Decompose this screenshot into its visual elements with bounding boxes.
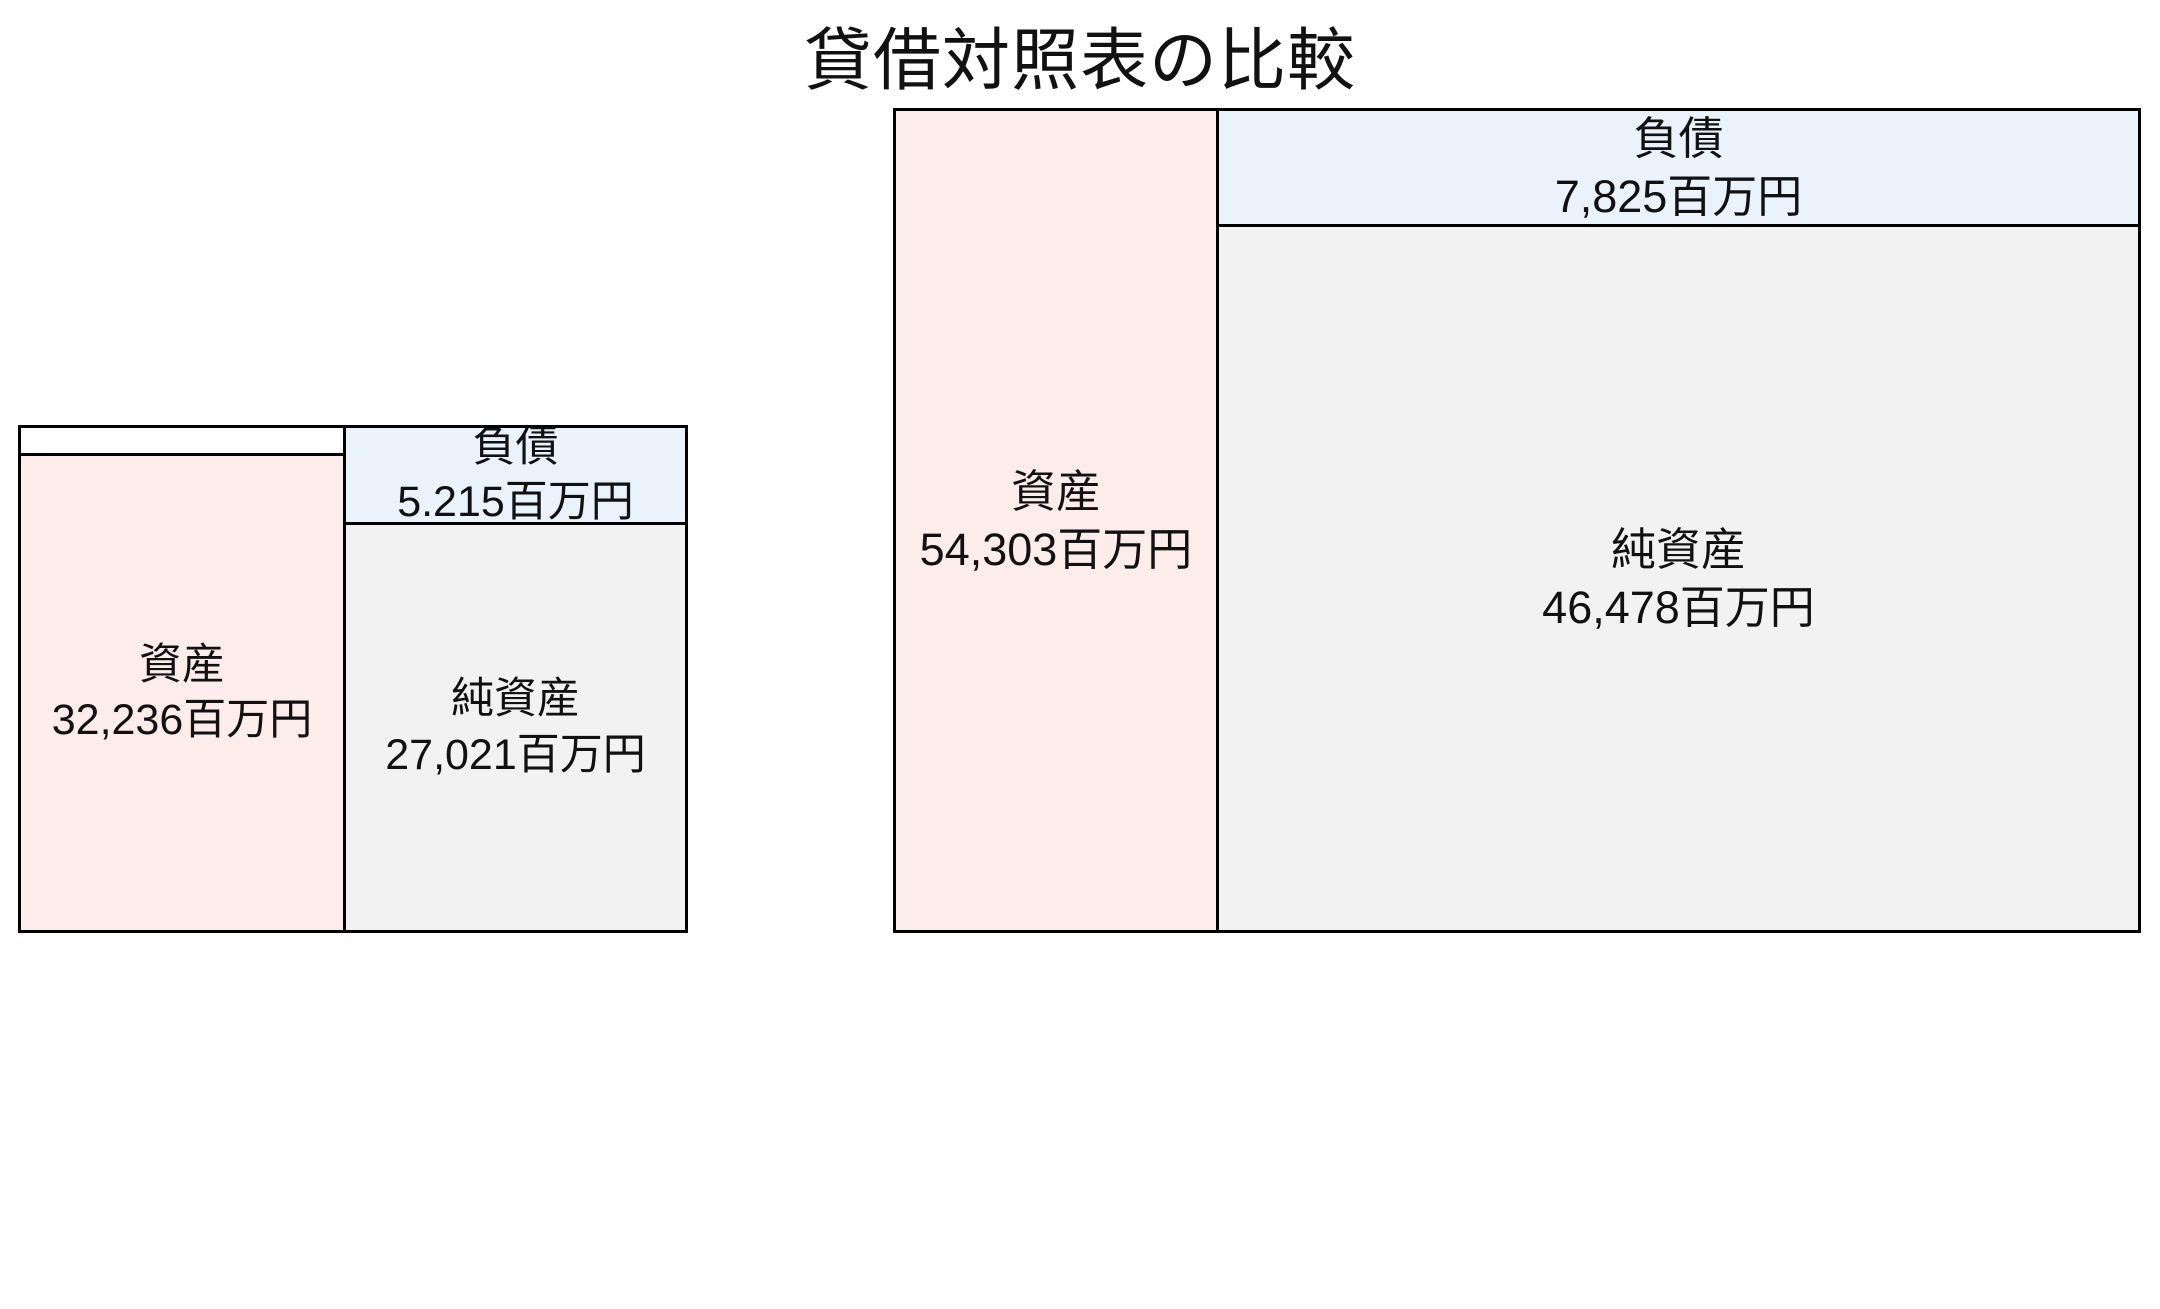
right-chart-liability-segment: 負債 7,825百万円 [1216,108,2141,227]
left-chart-blank-segment [18,425,346,455]
left-chart-net-assets-segment: 純資産 27,021百万円 [343,522,688,933]
balance-sheet-right: 資産 54,303百万円 負債 7,825百万円 純資産 46,478百万円 [893,108,2141,933]
right-chart-liability-label: 負債 7,825百万円 [1554,112,1803,222]
left-chart-liability-label: 負債 5.215百万円 [397,425,634,525]
right-chart-liabilities-column: 負債 7,825百万円 純資産 46,478百万円 [1216,108,2141,933]
right-chart-assets-column: 資産 54,303百万円 [893,108,1219,933]
left-chart-assets-column: 資産 32,236百万円 [18,425,346,933]
left-chart-net-assets-label: 純資産 27,021百万円 [385,675,646,779]
right-chart-net-assets-label: 純資産 46,478百万円 [1542,523,1815,633]
right-chart-asset-label: 資産 54,303百万円 [919,465,1193,575]
left-chart-liabilities-column: 負債 5.215百万円 純資産 27,021百万円 [343,425,688,933]
left-chart-liability-segment: 負債 5.215百万円 [343,425,688,525]
right-chart-asset-segment: 資産 54,303百万円 [893,108,1219,933]
right-chart-net-assets-segment: 純資産 46,478百万円 [1216,224,2141,933]
left-chart-asset-label: 資産 32,236百万円 [51,640,313,744]
left-chart-asset-segment: 資産 32,236百万円 [18,453,346,933]
balance-sheet-left: 資産 32,236百万円 負債 5.215百万円 純資産 27,021百万円 [18,425,688,933]
page-title: 貸借対照表の比較 [803,23,1356,99]
